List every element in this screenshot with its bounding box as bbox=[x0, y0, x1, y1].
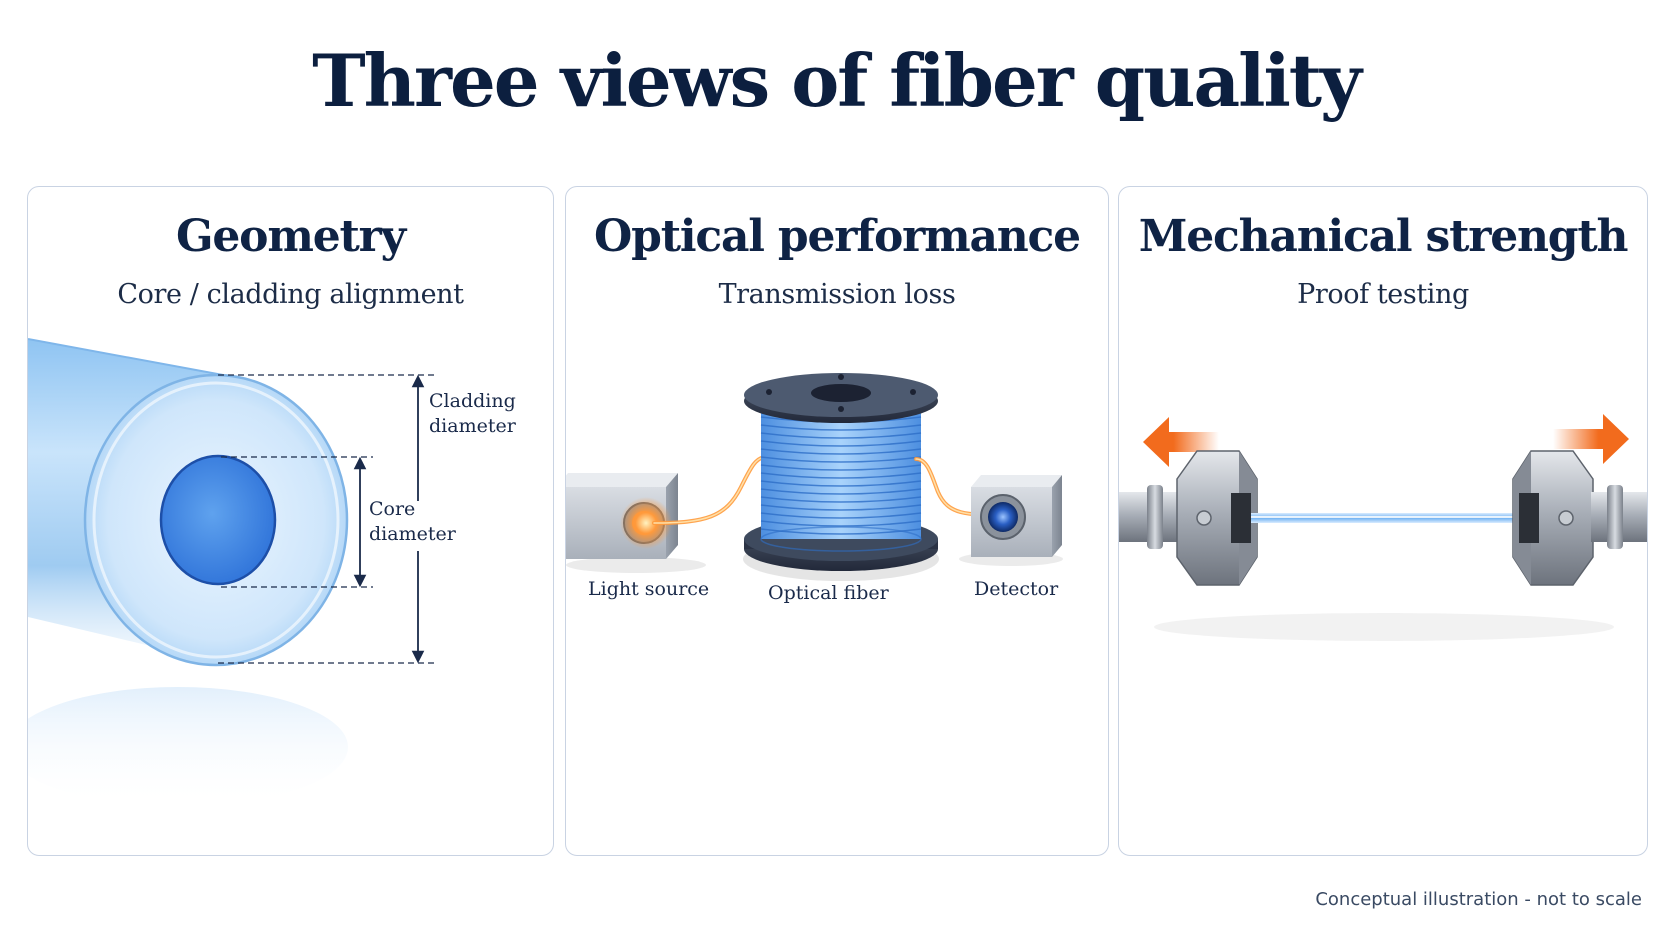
tension-arrow-right bbox=[1553, 414, 1629, 464]
right-grip bbox=[1512, 450, 1594, 586]
detector-label: Detector bbox=[974, 578, 1059, 600]
tension-arrow-left bbox=[1143, 417, 1219, 467]
cladding-diameter-label-1: Cladding bbox=[429, 390, 516, 412]
geometry-panel-title: Geometry bbox=[176, 211, 406, 262]
fiber-cross-section-illustration: Cladding diameter Core diameter bbox=[28, 338, 517, 807]
optical-fiber-label: Optical fiber bbox=[768, 582, 890, 604]
optical-panel-subtitle: Transmission loss bbox=[718, 279, 956, 310]
detector-box bbox=[959, 475, 1063, 566]
left-grip bbox=[1176, 450, 1258, 586]
core-face bbox=[159, 454, 277, 586]
mechanical-panel-title: Mechanical strength bbox=[1138, 211, 1629, 262]
footnote: Conceptual illustration - not to scale bbox=[1315, 889, 1642, 910]
light-source-label: Light source bbox=[588, 578, 709, 600]
cylinder-reflection bbox=[28, 687, 348, 807]
geometry-panel: Geometry Core / cladding alignment bbox=[27, 186, 554, 856]
light-source-box bbox=[566, 473, 706, 573]
optical-panel-title: Optical performance bbox=[594, 211, 1081, 262]
loss-test-illustration: Light source Optical fiber Detector bbox=[566, 373, 1063, 604]
cladding-diameter-label-2: diameter bbox=[429, 415, 517, 437]
mechanical-panel-subtitle: Proof testing bbox=[1297, 279, 1469, 310]
fiber-spool bbox=[743, 373, 939, 581]
optical-panel: Optical performance Transmission loss bbox=[565, 186, 1109, 856]
page-title: Three views of fiber quality bbox=[312, 38, 1362, 123]
core-diameter-label-1: Core bbox=[369, 498, 415, 520]
mechanical-panel: Mechanical strength Proof testing bbox=[1118, 186, 1648, 856]
core-diameter-label-2: diameter bbox=[369, 523, 457, 545]
proof-test-illustration bbox=[1119, 414, 1647, 641]
geometry-panel-subtitle: Core / cladding alignment bbox=[117, 279, 464, 310]
